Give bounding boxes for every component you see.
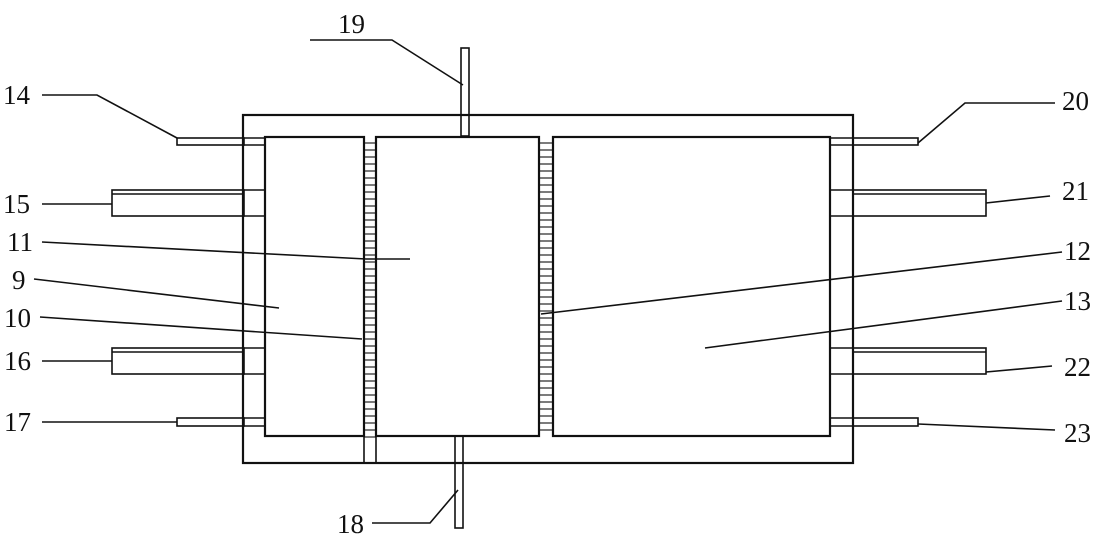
label-13: 13 <box>1064 286 1091 316</box>
leader-22 <box>985 365 1053 373</box>
label-20: 20 <box>1062 86 1089 116</box>
label-12: 12 <box>1064 236 1091 266</box>
leader-lines <box>33 39 1063 524</box>
label-19: 19 <box>338 9 365 39</box>
chamber-9 <box>263 135 366 438</box>
membrane-12 <box>538 137 554 436</box>
label-16: 16 <box>4 346 31 376</box>
leader-10 <box>39 316 363 340</box>
chamber-13 <box>551 135 832 438</box>
label-11: 11 <box>7 227 33 257</box>
leader-21 <box>985 195 1051 204</box>
pipe-15 <box>111 189 266 217</box>
leader-11a <box>41 241 367 260</box>
label-22: 22 <box>1064 352 1091 382</box>
label-18: 18 <box>337 509 364 537</box>
leader-19 <box>310 39 464 86</box>
label-23: 23 <box>1064 418 1091 448</box>
pipe-22 <box>830 347 987 375</box>
chamber-11 <box>374 135 541 438</box>
label-9: 9 <box>12 265 26 295</box>
membrane-10 <box>363 137 377 463</box>
pipe-21 <box>830 189 987 217</box>
leader-9 <box>33 278 280 309</box>
label-10: 10 <box>4 303 31 333</box>
label-17: 17 <box>4 407 31 437</box>
label-14: 14 <box>3 80 31 110</box>
leader-18 <box>372 489 459 524</box>
leader-20 <box>917 102 1055 144</box>
leader-13 <box>704 300 1063 349</box>
membrane-10-fins <box>364 142 376 438</box>
leader-14 <box>42 94 178 139</box>
pipe-14 <box>176 137 266 146</box>
pipe-23 <box>830 417 919 427</box>
leader-23 <box>917 423 1056 431</box>
label-21: 21 <box>1062 176 1089 206</box>
label-15: 15 <box>3 189 30 219</box>
leader-12 <box>540 251 1063 315</box>
membrane-12-fins <box>539 142 553 431</box>
pipe-20 <box>830 137 919 146</box>
